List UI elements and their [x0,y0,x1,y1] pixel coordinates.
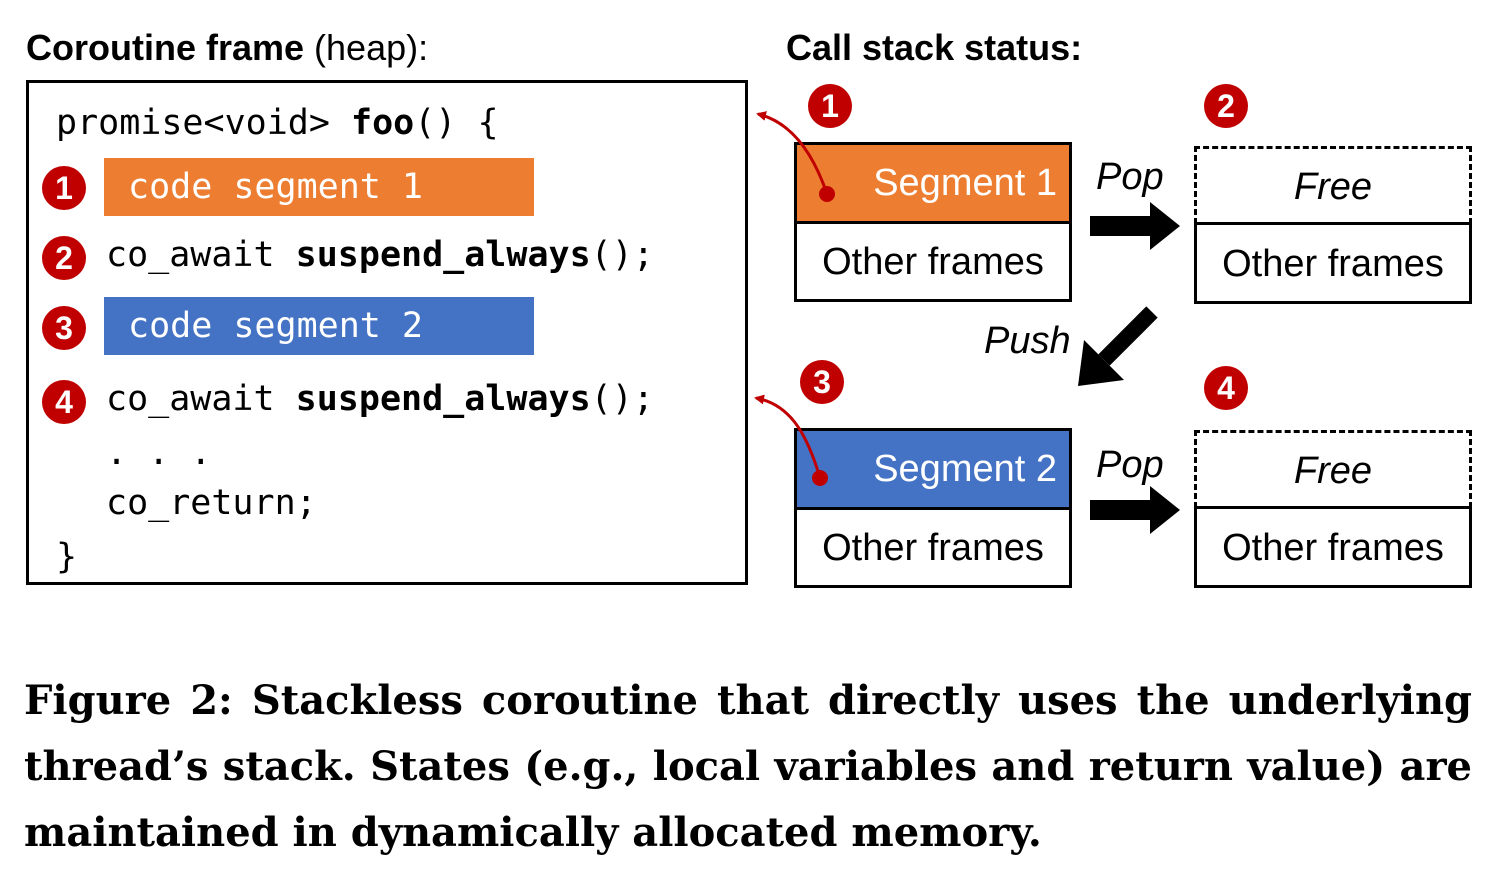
step-badge-3: 3 [42,306,86,350]
figure-caption: Figure 2: Stackless coroutine that direc… [24,677,1472,856]
stack-segment-2: Segment 2 [794,428,1072,510]
stack-badge-3: 3 [800,360,844,404]
code-line-signature: promise<void> foo() { [56,103,499,143]
call-stack-heading: Call stack status: [786,27,1083,68]
stack-segment-1: Segment 1 [794,142,1072,224]
pop-arrow-1 [1090,202,1180,250]
step-badge-1: 1 [42,166,86,210]
resume-arrow-2 [754,394,828,486]
code-segment-1: code segment 1 [104,158,534,216]
push-arrow [1078,306,1158,386]
code-line-close-brace: } [56,537,78,577]
step-badge-2: 2 [42,236,86,280]
code-box [26,80,748,585]
stack-free-2: Free [1194,146,1472,224]
stack-badge-1: 1 [808,84,852,128]
stack-other-frames-2: Other frames [1194,222,1472,304]
coroutine-frame-heading: Coroutine frame (heap): [26,27,429,68]
code-segment-2: code segment 2 [104,297,534,355]
code-line-co-return: co_return; [106,483,317,523]
stack-badge-2: 2 [1204,84,1248,128]
code-line-await-1: co_await suspend_always(); [106,235,654,275]
pop-label-2: Pop [1096,444,1164,486]
push-label: Push [984,320,1071,362]
code-line-ellipsis: . . . [106,433,212,473]
resume-arrow-1 [756,111,835,202]
stack-other-frames-3: Other frames [794,507,1072,588]
pop-arrow-2 [1090,486,1180,534]
pop-label-1: Pop [1096,156,1164,198]
stack-free-4: Free [1194,430,1472,508]
stack-badge-4: 4 [1204,366,1248,410]
stack-other-frames-1: Other frames [794,221,1072,302]
code-line-await-2: co_await suspend_always(); [106,379,654,419]
step-badge-4: 4 [42,380,86,424]
stack-other-frames-4: Other frames [1194,506,1472,588]
